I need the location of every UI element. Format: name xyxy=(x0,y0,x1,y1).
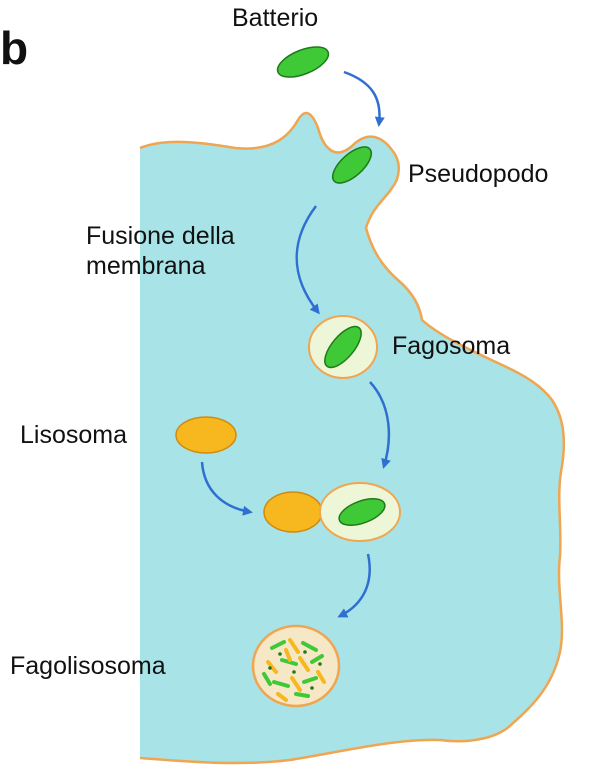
corner-letter: b xyxy=(0,22,28,74)
label-lisosoma: Lisosoma xyxy=(20,421,127,449)
label-fagolisosoma: Fagolisosoma xyxy=(10,652,166,680)
bacterium-free xyxy=(273,41,332,83)
label-fagosoma: Fagosoma xyxy=(392,332,510,360)
lysosome xyxy=(176,417,236,453)
label-pseudopodo: Pseudopodo xyxy=(408,160,548,188)
label-batterio: Batterio xyxy=(232,4,318,32)
lysosome-fusing xyxy=(264,492,322,532)
label-fusione-line1: Fusione della xyxy=(86,222,235,250)
arrow-approach xyxy=(344,72,380,124)
label-fusione-line2: membrana xyxy=(86,252,206,280)
